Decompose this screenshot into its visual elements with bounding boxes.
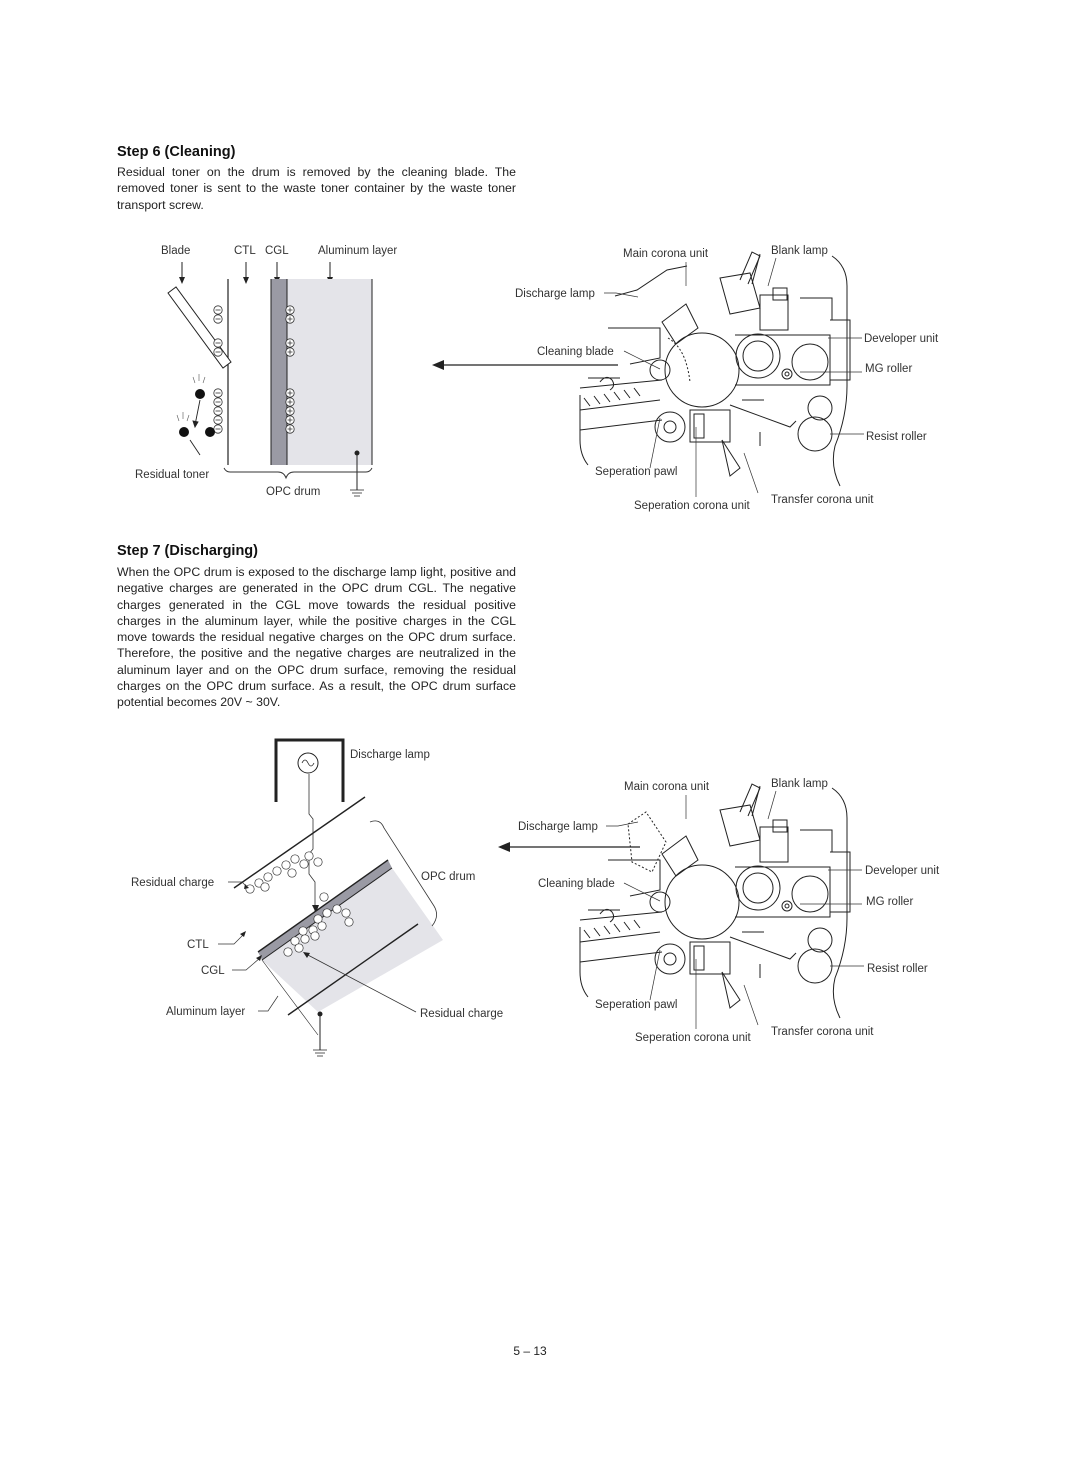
label-aluminum-layer-left: Aluminum layer <box>166 1006 245 1018</box>
label-discharge-lamp-2: Discharge lamp <box>518 821 598 833</box>
label-mg-roller-2: MG roller <box>866 896 913 908</box>
step7-heading: Step 7 (Discharging) <box>117 543 258 559</box>
label-residual-charge-top: Residual charge <box>131 877 214 889</box>
label-blade: Blade <box>161 245 190 257</box>
label-seperation-pawl-2: Seperation pawl <box>595 999 677 1011</box>
label-discharge-lamp: Discharge lamp <box>515 288 595 300</box>
label-opc-drum: OPC drum <box>266 486 320 498</box>
page-number: 5 – 13 <box>513 1344 547 1358</box>
label-transfer-corona-unit: Transfer corona unit <box>771 494 874 506</box>
label-residual-toner: Residual toner <box>135 469 209 481</box>
label-transfer-corona-unit-2: Transfer corona unit <box>771 1026 874 1038</box>
step7-paragraph: When the OPC drum is exposed to the disc… <box>117 565 516 710</box>
label-developer-unit-2: Developer unit <box>865 865 940 877</box>
label-main-corona-unit: Main corona unit <box>623 248 709 260</box>
label-opc-drum-left: OPC drum <box>421 871 475 883</box>
label-seperation-corona-unit-2: Seperation corona unit <box>635 1032 752 1044</box>
label-cleaning-blade-2: Cleaning blade <box>538 878 615 890</box>
label-developer-unit: Developer unit <box>864 333 939 345</box>
label-resist-roller: Resist roller <box>866 431 927 443</box>
label-resist-roller-2: Resist roller <box>867 963 928 975</box>
label-blank-lamp: Blank lamp <box>771 245 828 257</box>
label-residual-charge-bottom: Residual charge <box>420 1008 503 1020</box>
label-mg-roller: MG roller <box>865 363 912 375</box>
label-cgl: CGL <box>265 245 289 257</box>
label-seperation-corona-unit: Seperation corona unit <box>634 500 751 512</box>
label-main-corona-unit-2: Main corona unit <box>624 781 710 793</box>
label-ctl-left: CTL <box>187 939 209 951</box>
label-discharge-lamp-left: Discharge lamp <box>350 749 430 761</box>
step6-heading: Step 6 (Cleaning) <box>117 144 236 160</box>
label-ctl: CTL <box>234 245 256 257</box>
label-cleaning-blade: Cleaning blade <box>537 346 614 358</box>
label-aluminum-layer: Aluminum layer <box>318 245 397 257</box>
label-cgl-left: CGL <box>201 965 225 977</box>
label-seperation-pawl: Seperation pawl <box>595 466 677 478</box>
step6-paragraph: Residual toner on the drum is removed by… <box>117 165 516 212</box>
label-blank-lamp-2: Blank lamp <box>771 778 828 790</box>
